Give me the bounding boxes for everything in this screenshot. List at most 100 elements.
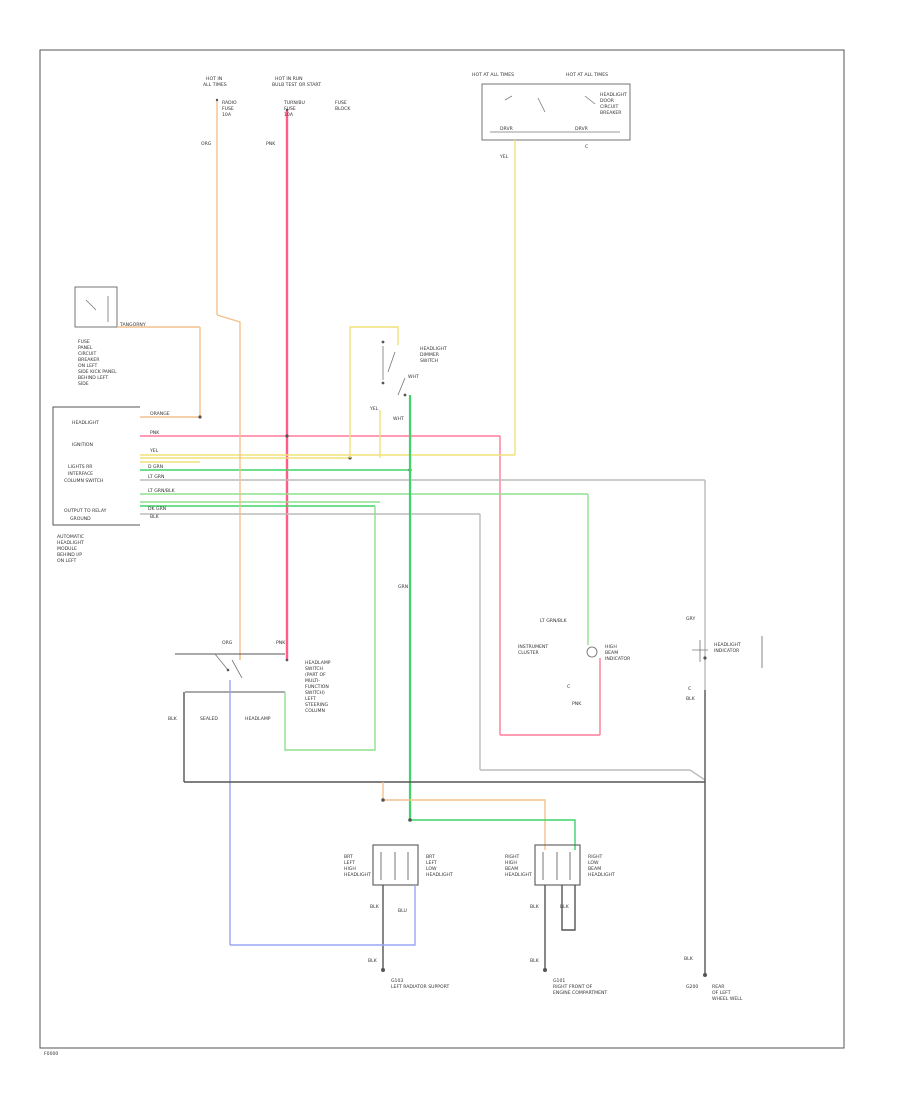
svg-text:RIGHT FRONT OF: RIGHT FRONT OF (553, 984, 593, 990)
svg-text:HEADLIGHT: HEADLIGHT (600, 92, 627, 98)
svg-text:RIGHT: RIGHT (588, 854, 603, 860)
svg-text:BLK: BLK (686, 696, 696, 702)
svg-text:BLK: BLK (530, 958, 540, 964)
svg-text:STEERING: STEERING (305, 702, 329, 708)
svg-text:YEL: YEL (149, 448, 159, 454)
svg-text:SEALED: SEALED (200, 716, 218, 722)
ground-bus: BLK G200 REAR OF LEFT WHEEL WELL (184, 690, 743, 1002)
svg-text:HEADLIGHT: HEADLIGHT (72, 420, 99, 426)
svg-text:BLU: BLU (398, 908, 407, 914)
svg-text:DK GRN: DK GRN (148, 506, 166, 512)
svg-text:RADIO: RADIO (222, 100, 237, 106)
svg-text:FUSE: FUSE (78, 339, 90, 345)
svg-text:TANGORNY: TANGORNY (119, 322, 146, 328)
control-module: HEADLIGHT IGNITION LIGHTS RR INTERFACE C… (52, 406, 140, 564)
svg-text:TURN/BU: TURN/BU (283, 100, 305, 106)
svg-text:COLUMN SWITCH: COLUMN SWITCH (64, 478, 103, 484)
svg-text:HEADLIGHT: HEADLIGHT (714, 642, 741, 648)
svg-text:MODULE: MODULE (57, 546, 77, 552)
svg-text:ORG: ORG (201, 141, 212, 147)
svg-text:HIGH: HIGH (344, 866, 356, 872)
svg-text:DOOR: DOOR (600, 98, 615, 104)
left-headlamp: BRT LEFT HIGH HEADLIGHT BRT LEFT LOW HEA… (230, 782, 576, 990)
svg-text:PANEL: PANEL (78, 345, 93, 351)
svg-text:BREAKER: BREAKER (78, 357, 100, 363)
svg-text:LEFT: LEFT (344, 860, 355, 866)
svg-text:C: C (567, 684, 570, 690)
svg-text:DIMMER: DIMMER (420, 352, 440, 358)
svg-text:INSTRUMENT: INSTRUMENT (518, 644, 548, 650)
svg-text:FUSE: FUSE (335, 100, 347, 106)
svg-text:BEHIND LEFT: BEHIND LEFT (78, 375, 108, 381)
svg-text:SWITCH): SWITCH) (305, 690, 325, 696)
svg-text:HOT AT ALL TIMES: HOT AT ALL TIMES (472, 72, 514, 78)
svg-text:BLK: BLK (368, 958, 378, 964)
svg-text:C: C (688, 686, 691, 692)
svg-text:BEHIND I/P: BEHIND I/P (57, 552, 82, 558)
svg-text:LIGHTS RR: LIGHTS RR (68, 464, 93, 470)
svg-text:FUSE: FUSE (284, 106, 296, 112)
svg-text:BULB TEST OR START: BULB TEST OR START (272, 82, 321, 88)
svg-text:10A: 10A (284, 112, 294, 118)
svg-text:BREAKER: BREAKER (600, 110, 622, 116)
right-indicator: GRY HEADLIGHT INDICATOR C BLK (686, 616, 763, 702)
svg-text:LOW: LOW (426, 866, 437, 872)
svg-text:HEADLIGHT: HEADLIGHT (505, 872, 532, 878)
svg-text:GRN: GRN (398, 584, 408, 590)
svg-text:HOT IN RUN: HOT IN RUN (275, 76, 303, 82)
svg-text:AUTOMATIC: AUTOMATIC (57, 534, 84, 540)
svg-text:BLK: BLK (530, 904, 540, 910)
svg-text:ORANGE: ORANGE (150, 411, 170, 417)
svg-text:MULTI-: MULTI- (305, 678, 320, 684)
svg-text:G101: G101 (553, 978, 565, 984)
svg-text:G103: G103 (391, 978, 403, 984)
svg-text:C: C (585, 144, 588, 150)
svg-text:LT GRN/BLK: LT GRN/BLK (148, 488, 176, 494)
svg-text:ORG: ORG (222, 640, 233, 646)
orange-feed (216, 314, 241, 660)
svg-text:INDICATOR: INDICATOR (714, 648, 740, 654)
svg-text:HIGH: HIGH (605, 644, 617, 650)
svg-text:(PART OF: (PART OF (305, 672, 326, 678)
svg-text:SWITCH: SWITCH (420, 358, 438, 364)
svg-text:SIDE KICK PANEL: SIDE KICK PANEL (78, 369, 117, 375)
headlamp-switch: ORG PNK HEADLAMP SWITCH (PART OF MULTI- … (168, 506, 376, 945)
svg-text:BLK: BLK (168, 716, 178, 722)
svg-text:REAR: REAR (712, 984, 725, 990)
svg-text:HEADLIGHT: HEADLIGHT (588, 872, 615, 878)
svg-text:10A: 10A (222, 112, 232, 118)
svg-text:HIGH: HIGH (505, 860, 517, 866)
svg-text:SIDE: SIDE (78, 381, 89, 387)
svg-text:ENGINE COMPARTMENT: ENGINE COMPARTMENT (553, 990, 607, 996)
svg-text:COLUMN: COLUMN (305, 708, 325, 714)
svg-text:CIRCUIT: CIRCUIT (78, 351, 96, 357)
svg-text:FUSE: FUSE (222, 106, 234, 112)
figure-code: F0000 (44, 1051, 58, 1057)
dimmer-switch: HEADLIGHT DIMMER SWITCH YEL WHT WHT GRN (349, 326, 447, 820)
svg-text:CLUSTER: CLUSTER (518, 650, 540, 656)
svg-text:LT GRN/BLK: LT GRN/BLK (540, 618, 568, 624)
top-fuse-block-left: HOT IN ALL TIMES HOT IN RUN BULB TEST OR… (201, 76, 351, 660)
svg-text:BRT: BRT (426, 854, 435, 860)
svg-text:HEADLAMP: HEADLAMP (245, 716, 271, 722)
svg-text:FUNCTION: FUNCTION (305, 684, 329, 690)
svg-text:HEADLIGHT: HEADLIGHT (420, 346, 447, 352)
svg-text:IGNITION: IGNITION (72, 442, 93, 448)
svg-text:LEFT: LEFT (305, 696, 316, 702)
svg-text:DRVR: DRVR (500, 126, 514, 132)
svg-text:BEAM: BEAM (605, 650, 618, 656)
svg-text:LEFT RADIATOR SUPPORT: LEFT RADIATOR SUPPORT (391, 984, 449, 990)
svg-text:HEADLAMP: HEADLAMP (305, 660, 331, 666)
svg-text:BLK: BLK (684, 956, 694, 962)
instrument-cluster: LT GRN/BLK INSTRUMENT CLUSTER HIGH BEAM … (518, 618, 631, 707)
module-harness: ORANGE PNK YEL D GRN LT GRN LT GRN/BLK D… (140, 411, 706, 781)
svg-text:BEAM: BEAM (588, 866, 601, 872)
svg-text:GROUND: GROUND (70, 516, 91, 522)
svg-text:YEL: YEL (369, 406, 379, 412)
top-relay-block-right: HOT AT ALL TIMES HOT AT ALL TIMES HEADLI… (472, 72, 631, 455)
svg-text:ON LEFT: ON LEFT (57, 558, 77, 564)
svg-text:LEFT: LEFT (426, 860, 437, 866)
svg-text:HEADLIGHT: HEADLIGHT (426, 872, 453, 878)
svg-text:PNK: PNK (276, 640, 286, 646)
